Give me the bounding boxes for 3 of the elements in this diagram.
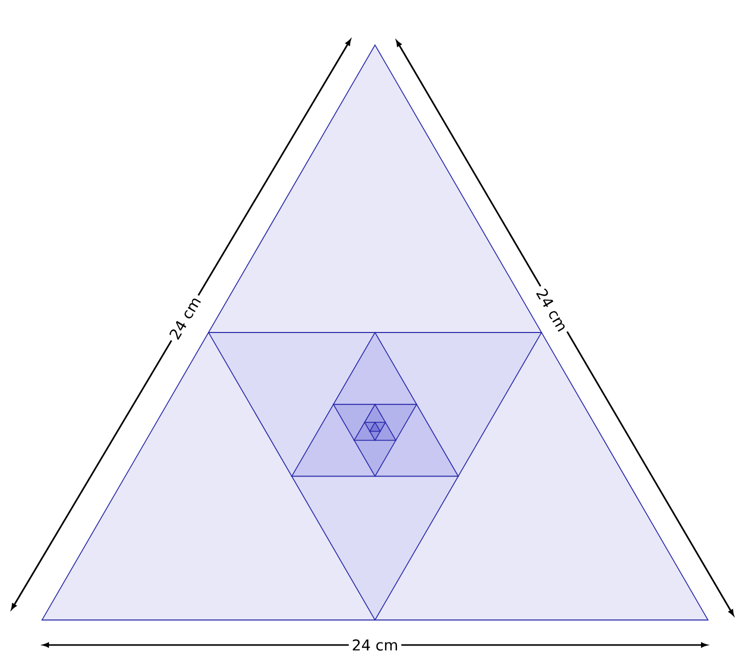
dimension-label: 24 cm bbox=[164, 291, 206, 345]
dimension-label: 24 cm bbox=[348, 636, 402, 654]
dimension-label: 24 cm bbox=[531, 282, 573, 338]
